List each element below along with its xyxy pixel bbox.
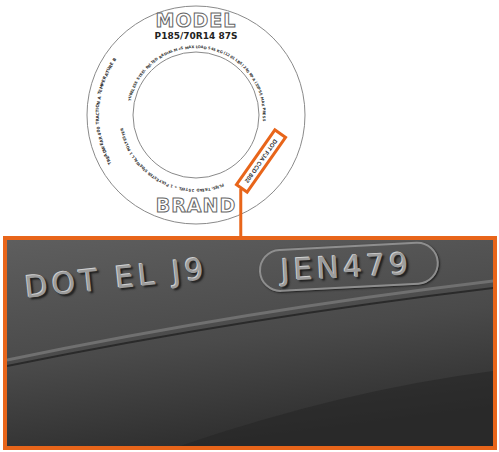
arc-char: G [219,51,223,56]
tread-shadow [157,370,497,450]
arc-char: T [185,186,188,190]
arc-char: E [202,187,205,191]
tire-size: P185/70R14 87S [86,32,306,42]
arc-char: S [188,187,191,191]
arc-char: S [261,118,265,121]
arc-char: C [96,112,100,115]
arc-char: A [97,96,102,100]
arc-char: S [261,116,265,119]
arc-char: + [174,184,178,188]
arc-char: D [204,47,208,51]
model-text: MODEL [86,10,306,31]
arc-char: R [96,119,100,122]
arc-char: A [96,115,100,118]
arc-char: L [178,185,181,189]
rubber-surface [7,240,497,450]
leader-line [239,189,242,236]
arc-char: D [196,187,199,191]
arc-char: X [191,46,194,50]
arc-char [96,125,100,127]
arc-char: S [181,47,184,51]
arc-char: A [199,187,202,191]
arc-char: R [204,186,207,190]
arc-char: M [185,47,189,51]
arc-char: O [198,46,201,50]
arc-char: O [96,104,101,108]
arc-text: PLIES: TREAD 2 STEEL + 1 POLYESTER SIDEW… [86,5,306,225]
arc-char: 1 [170,183,174,187]
tire-outer-edge [87,6,305,224]
arc-char: 5 [213,48,216,52]
arc-char: E [261,113,265,116]
arc-char [191,187,193,191]
arc-char: B [112,58,117,63]
arc-char: ) [258,94,262,97]
arc-char: A [188,46,191,50]
arc-char: X [260,103,264,106]
arc-char: : [211,185,213,189]
arc-char [195,187,196,191]
arc-char: 2 [192,187,195,191]
arc-char: A [201,46,204,50]
arc-char: I [96,108,100,110]
arc-char: L [196,46,198,50]
arc-char: R [261,110,265,113]
tire-inner-edge [133,52,259,178]
arc-char: N [96,101,101,105]
arc-char: T [96,109,100,112]
arc-char [194,46,195,50]
zoom-photo-box: DOT EL J9JEN479 [3,236,497,450]
arc-text: TUBELESS STEEL BELTED RADIAL M+S MAX LOA… [86,5,306,225]
arc-char: 1 [130,151,135,155]
arc-char: L [171,50,174,54]
arc-char: 0 [97,126,102,129]
arc-char: T [96,122,100,125]
tire-sidewall: MODELP185/70R14 87STUBELESS STEEL BELTED… [86,5,306,225]
arc-char: S [135,81,139,85]
arc-char: P [261,107,265,110]
arc-text: TREADWEAR 400 TRACTION A TEMPERATURE B [86,5,306,225]
brand-text: BRAND [86,195,306,216]
